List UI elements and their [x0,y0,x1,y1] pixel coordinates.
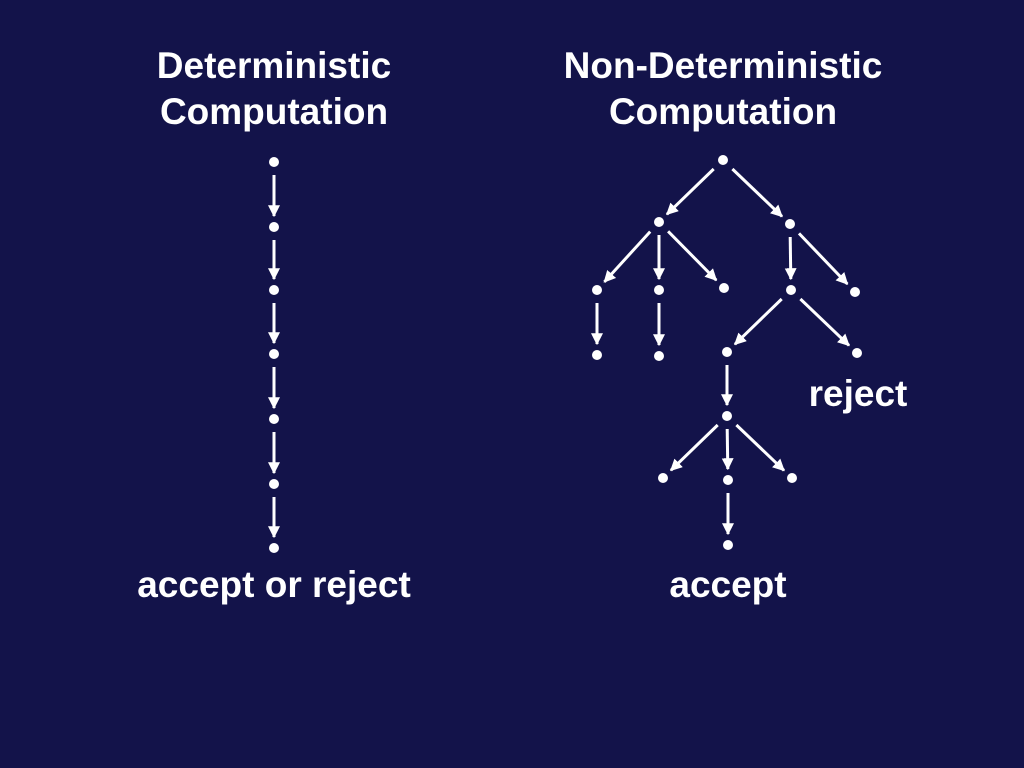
deterministic-title-line2: Computation [159,91,389,132]
node-rej [852,348,862,358]
deterministic-outcome-label: accept or reject [137,564,411,605]
edge-arrow-c1-e3 [735,423,786,472]
node-d1 [269,222,279,232]
edge-arrow-b1-c [733,297,783,346]
node-r [718,155,728,165]
node-a [654,217,664,227]
node-a2c [654,351,664,361]
node-b2 [850,287,860,297]
node-e2 [723,475,733,485]
nondeterministic-title: Non-Deterministic Computation [523,43,923,135]
node-acc [723,540,733,550]
edge-group [268,167,851,539]
node-d0 [269,157,279,167]
edge-arrow-a-a1 [603,230,652,283]
edge-arrow-b-b2 [797,232,849,286]
deterministic-title: Deterministic Computation [124,43,424,135]
node-d6 [269,543,279,553]
edge-arrow-c1-e1 [669,423,719,472]
node-a3 [719,283,729,293]
node-d4 [269,414,279,424]
node-b1 [786,285,796,295]
node-d2 [269,285,279,295]
node-c [722,347,732,357]
nondeterministic-accept-label: accept [669,564,787,605]
edge-arrow-b-b1 [784,236,797,281]
nondeterministic-title-line1: Non-Deterministic [563,45,883,86]
node-b [785,219,795,229]
edge-arrow-a-a3 [667,230,718,282]
node-d3 [269,349,279,359]
node-d5 [269,479,279,489]
edge-arrow-b1-rej [799,297,851,347]
node-a1c [592,350,602,360]
node-group [269,155,862,553]
edge-arrow-r-b [731,167,784,218]
deterministic-title-line1: Deterministic [156,45,392,86]
node-c1 [722,411,732,421]
nondeterministic-reject-label: reject [808,373,908,414]
edge-arrow-c1-e2 [721,428,734,471]
node-e1 [658,473,668,483]
node-a2 [654,285,664,295]
node-a1 [592,285,602,295]
node-e3 [787,473,797,483]
edge-arrow-r-a [665,167,715,216]
nondeterministic-title-line2: Computation [608,91,838,132]
